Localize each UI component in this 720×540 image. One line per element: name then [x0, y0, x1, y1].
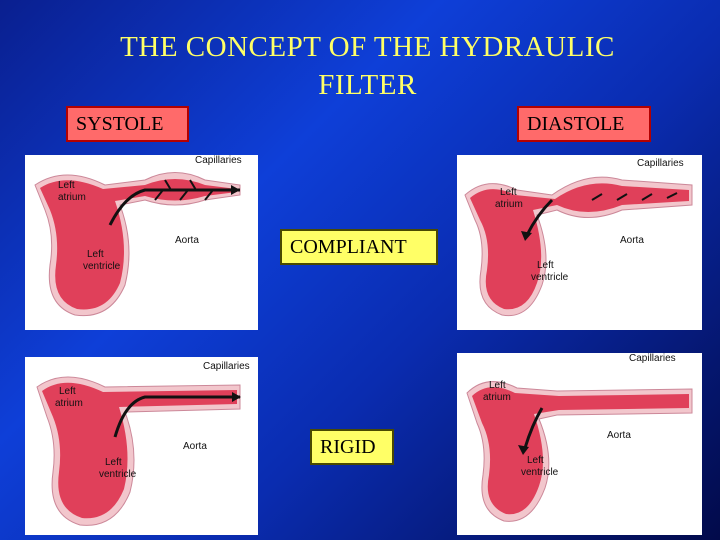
label-left-atrium-1: Left — [489, 380, 506, 391]
label-left-atrium-1: Left — [500, 187, 517, 198]
label-capillaries: Capillaries — [195, 155, 242, 166]
label-aorta: Aorta — [620, 235, 644, 246]
label-aorta: Aorta — [607, 430, 631, 441]
label-capillaries: Capillaries — [637, 158, 684, 169]
label-left-ventricle-1: Left — [537, 260, 554, 271]
label-capillaries: Capillaries — [629, 353, 676, 364]
slide-title: THE CONCEPT OF THE HYDRAULIC FILTER — [0, 28, 720, 104]
label-left-ventricle-2: ventricle — [99, 469, 137, 480]
label-capillaries: Capillaries — [203, 361, 250, 372]
diagram-compliant-systole: Capillaries Left atrium Aorta Left ventr… — [25, 155, 258, 330]
diagram-rigid-diastole: Capillaries Left atrium Aorta Left ventr… — [457, 353, 702, 535]
label-left-ventricle-2: ventricle — [521, 467, 559, 478]
title-line-2: FILTER — [318, 69, 417, 101]
label-left-ventricle-2: ventricle — [531, 272, 569, 283]
diagram-rigid-systole: Capillaries Left atrium Aorta Left ventr… — [25, 357, 258, 535]
compliant-label: COMPLIANT — [280, 229, 438, 265]
label-left-atrium-1: Left — [59, 386, 76, 397]
rigid-label: RIGID — [310, 429, 394, 465]
label-left-ventricle-1: Left — [105, 457, 122, 468]
label-left-ventricle-1: Left — [87, 249, 104, 260]
label-left-atrium-2: atrium — [58, 192, 86, 203]
label-left-ventricle-2: ventricle — [83, 261, 121, 272]
label-left-atrium-1: Left — [58, 180, 75, 191]
title-line-1: THE CONCEPT OF THE HYDRAULIC — [120, 31, 615, 63]
label-aorta: Aorta — [175, 235, 199, 246]
label-left-atrium-2: atrium — [483, 392, 511, 403]
label-left-atrium-2: atrium — [495, 199, 523, 210]
label-aorta: Aorta — [183, 441, 207, 452]
label-left-atrium-2: atrium — [55, 398, 83, 409]
systole-label: SYSTOLE — [66, 106, 189, 142]
diagram-compliant-diastole: Capillaries Left atrium Aorta Left ventr… — [457, 155, 702, 330]
label-left-ventricle-1: Left — [527, 455, 544, 466]
diastole-label: DIASTOLE — [517, 106, 651, 142]
